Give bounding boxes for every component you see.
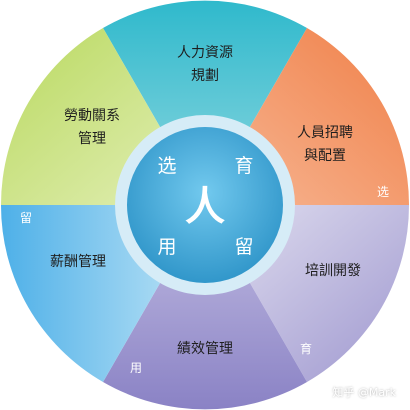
segment-hr-planning (103, 0, 307, 206)
outer-char-yu: 育 (300, 341, 312, 356)
label-labor-relations-line1: 勞動關系 (64, 108, 120, 124)
inner-char-xuan: 选 (157, 155, 176, 177)
inner-char-liu: 留 (234, 236, 253, 258)
label-training: 培訓開發 (305, 263, 361, 279)
inner-char-yong: 用 (157, 236, 176, 258)
label-recruitment-line1: 人員招聘 (297, 125, 353, 141)
outer-char-xuan: 选 (377, 185, 389, 199)
label-hr-planning-line1: 人力資源 (177, 45, 233, 61)
segment-performance (103, 205, 307, 410)
inner-char-yu: 育 (234, 155, 253, 177)
watermark-text: 知乎 @Mark (332, 386, 396, 399)
label-performance: 績效管理 (177, 341, 233, 357)
label-labor-relations-line2: 管理 (78, 131, 106, 147)
outer-char-liu: 留 (20, 211, 32, 225)
label-recruitment-line2: 與配置 (304, 148, 346, 164)
label-compensation: 薪酬管理 (50, 254, 106, 270)
label-hr-planning-line2: 規劃 (191, 68, 219, 84)
center-circle (127, 127, 283, 283)
outer-char-yong: 用 (130, 361, 142, 375)
center-char-ren: 人 (185, 184, 225, 230)
